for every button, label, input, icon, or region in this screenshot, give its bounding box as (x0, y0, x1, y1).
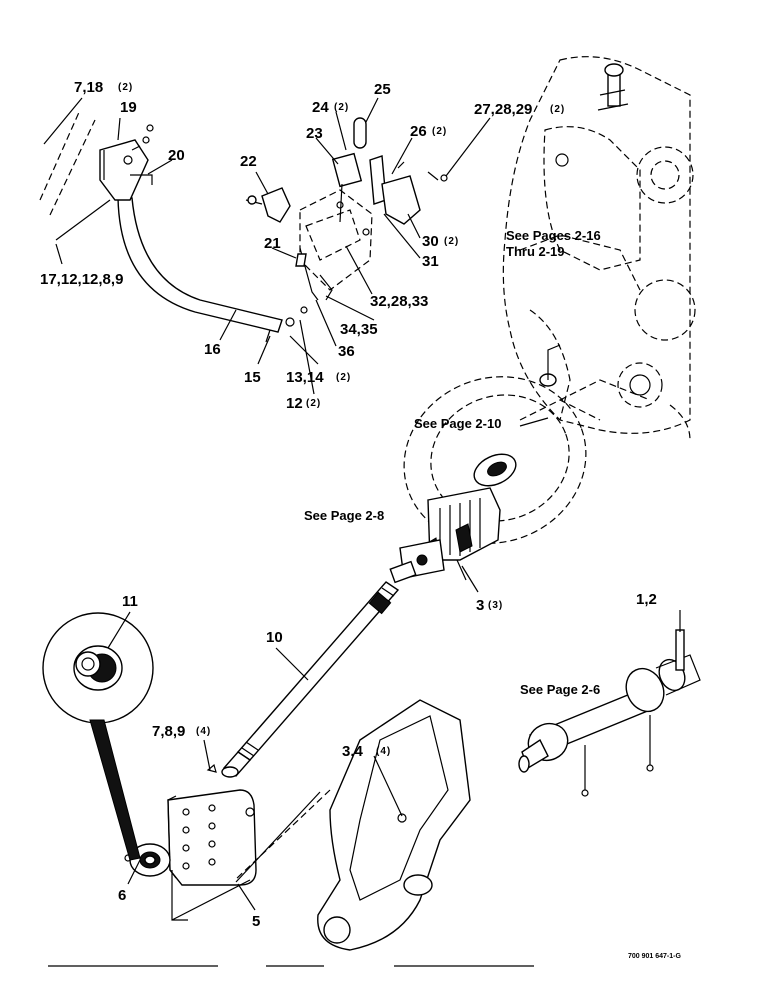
callout-24: 24 (312, 99, 329, 116)
drawing-number: 700 901 647-1-G (628, 953, 681, 960)
callout-17: 17,12,12,8,9 (40, 271, 123, 288)
callout-36: 36 (338, 343, 355, 360)
callout-30: 30 (422, 233, 439, 250)
callout-10: 10 (266, 629, 283, 646)
callout-27-28-29: 27,28,29 (474, 101, 532, 118)
control-tube (39, 109, 295, 343)
callout-23: 23 (306, 125, 323, 142)
callout-31: 31 (422, 253, 439, 270)
callout-labels: 7,18 (2) 19 20 17,12,12,8,9 16 15 13,14 … (40, 79, 657, 930)
callout-32-28-33: 32,28,33 (370, 293, 428, 310)
clutch-assembly (389, 487, 501, 584)
footer: 700 901 647-1-G (48, 953, 681, 967)
callout-22: 22 (240, 153, 257, 170)
gearbox-illustration (502, 56, 696, 441)
inset-detail (42, 612, 154, 861)
callout-12-qty: (2) (306, 398, 321, 409)
callout-3: 3 (476, 597, 484, 614)
pto-shaft (518, 629, 701, 797)
ref-page-2-6: See Page 2-6 (520, 682, 600, 697)
callout-7-18: 7,18 (74, 79, 103, 96)
callout-24-qty: (2) (334, 102, 349, 113)
callout-3-qty: (3) (488, 600, 503, 611)
callout-21: 21 (264, 235, 281, 252)
flywheel-illustration (403, 376, 651, 544)
ref-page-2-10: See Page 2-10 (414, 416, 501, 431)
callout-11: 11 (122, 593, 138, 610)
callout-26-qty: (2) (432, 126, 447, 137)
ref-pages-2-16: See Pages 2-16 (506, 228, 601, 243)
drive-shaft (221, 581, 400, 778)
callout-15: 15 (244, 369, 261, 386)
callout-6: 6 (118, 887, 126, 904)
callout-7-18-qty: (2) (118, 82, 133, 93)
bearing-mount-plate (124, 763, 257, 921)
callout-27-28-29-qty: (2) (550, 104, 565, 115)
callout-19: 19 (120, 99, 137, 116)
page-references: See Pages 2-16 Thru 2-19 See Page 2-10 S… (304, 228, 601, 697)
callout-5: 5 (252, 913, 260, 930)
callout-26: 26 (410, 123, 427, 140)
leader-lines (43, 97, 681, 911)
callout-20: 20 (168, 147, 185, 164)
callout-3-4: 3,4 (342, 743, 364, 760)
ref-thru-2-19: Thru 2-19 (506, 244, 565, 259)
callout-13-14-qty: (2) (336, 372, 351, 383)
callout-13-14: 13,14 (286, 369, 324, 386)
callout-30-qty: (2) (444, 236, 459, 247)
callout-3-4-qty: (4) (376, 746, 391, 757)
ref-page-2-8: See Page 2-8 (304, 508, 384, 523)
callout-25: 25 (374, 81, 391, 98)
linkage-assembly (245, 117, 448, 314)
callout-12: 12 (286, 395, 303, 412)
callout-1-2: 1,2 (636, 591, 657, 608)
callout-34-35: 34,35 (340, 321, 378, 338)
callout-7-8-9-qty: (4) (196, 726, 211, 737)
callout-7-8-9: 7,8,9 (152, 723, 185, 740)
callout-16: 16 (204, 341, 221, 358)
frame-illustration (234, 699, 471, 951)
